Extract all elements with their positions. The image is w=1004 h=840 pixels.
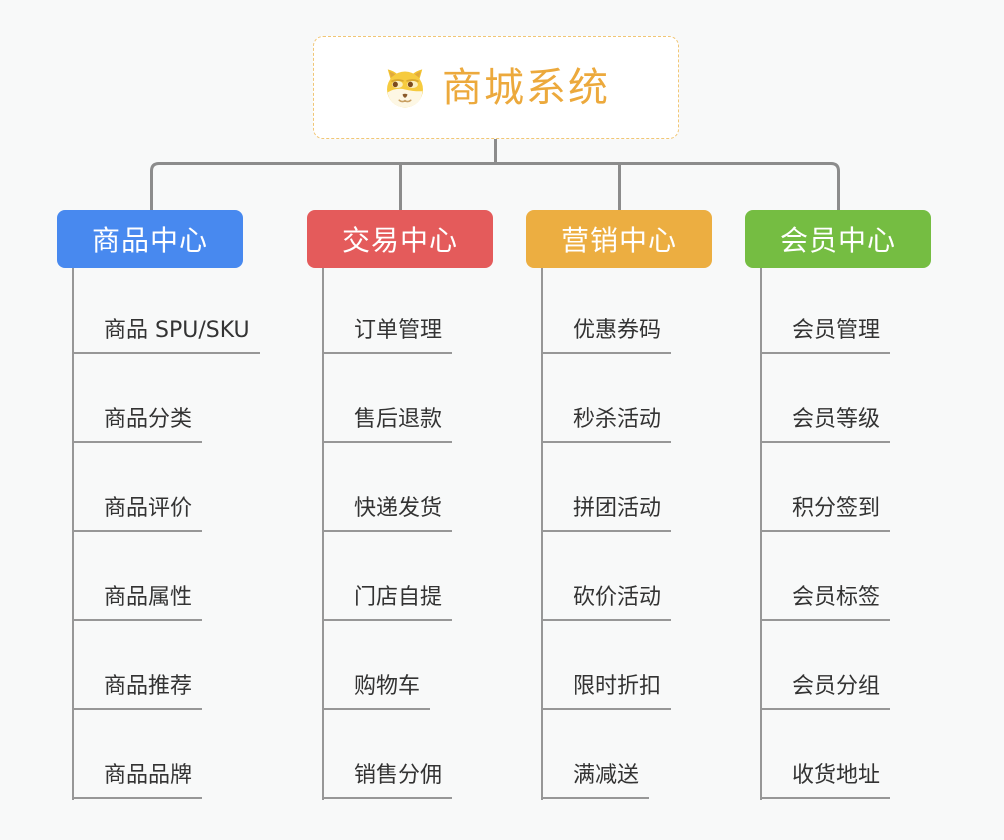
leaf-node[interactable]: 限时折扣 <box>541 666 672 710</box>
leaf-node[interactable]: 收货地址 <box>760 755 891 799</box>
root-title: 商城系统 <box>442 64 610 111</box>
leaf-node[interactable]: 积分签到 <box>760 488 891 532</box>
leaf-node[interactable]: 售后退款 <box>322 399 453 443</box>
leaf-node[interactable]: 会员等级 <box>760 399 891 443</box>
branch-node-product-center[interactable]: 商品中心 <box>57 210 243 268</box>
branch-node-trade-center[interactable]: 交易中心 <box>307 210 493 268</box>
leaf-node[interactable]: 拼团活动 <box>541 488 672 532</box>
leaf-node[interactable]: 门店自提 <box>322 577 453 621</box>
leaf-node[interactable]: 购物车 <box>322 666 431 710</box>
leaf-node[interactable]: 快递发货 <box>322 488 453 532</box>
branch-node-marketing-center[interactable]: 营销中心 <box>526 210 712 268</box>
leaf-node[interactable]: 商品品牌 <box>72 755 203 799</box>
branch-node-member-center[interactable]: 会员中心 <box>745 210 931 268</box>
leaf-node[interactable]: 商品评价 <box>72 488 203 532</box>
leaf-node[interactable]: 秒杀活动 <box>541 399 672 443</box>
branch-label: 营销中心 <box>560 224 677 257</box>
branch-label: 会员中心 <box>779 224 896 257</box>
leaf-node[interactable]: 订单管理 <box>322 310 453 354</box>
branch-label: 交易中心 <box>341 224 458 257</box>
dog-face-icon <box>387 68 423 107</box>
leaf-node[interactable]: 商品推荐 <box>72 666 203 710</box>
leaf-node[interactable]: 会员管理 <box>760 310 891 354</box>
leaf-node[interactable]: 商品分类 <box>72 399 203 443</box>
leaf-node[interactable]: 商品属性 <box>72 577 203 621</box>
branch-label: 商品中心 <box>91 224 208 257</box>
leaf-node[interactable]: 商品 SPU/SKU <box>72 310 260 354</box>
leaf-node[interactable]: 满减送 <box>541 755 650 799</box>
leaf-node[interactable]: 砍价活动 <box>541 577 672 621</box>
leaf-node[interactable]: 会员分组 <box>760 666 891 710</box>
root-node-mall-system[interactable]: 商城系统 <box>313 36 679 139</box>
leaf-node[interactable]: 销售分佣 <box>322 755 453 799</box>
leaf-node[interactable]: 优惠券码 <box>541 310 672 354</box>
leaf-node[interactable]: 会员标签 <box>760 577 891 621</box>
